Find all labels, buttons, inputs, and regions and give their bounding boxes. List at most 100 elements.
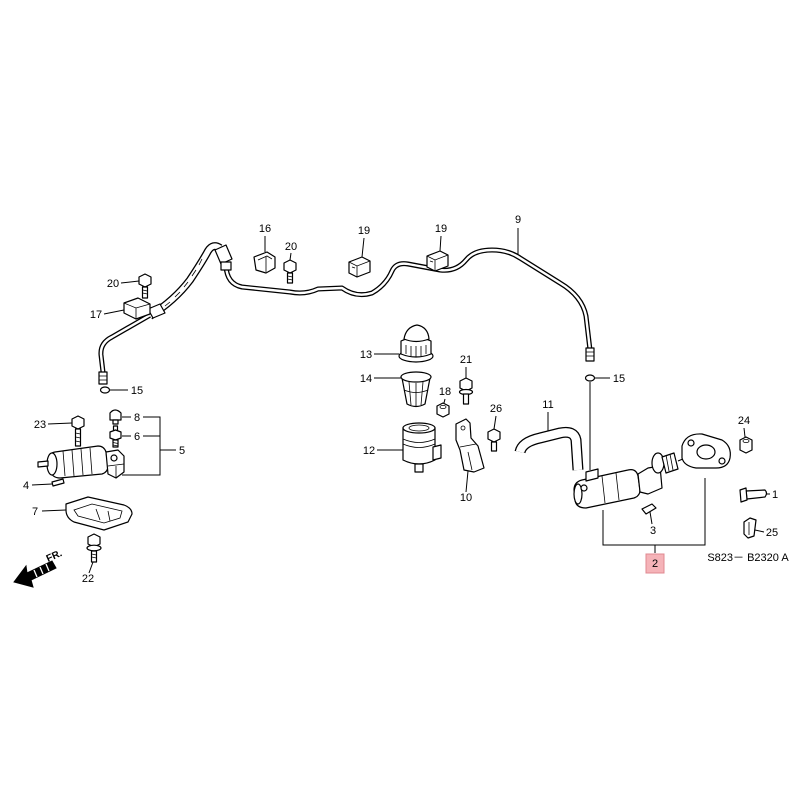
pipe-right-flare-nut-detail <box>586 351 594 357</box>
pipe-clip-19-a <box>348 256 371 278</box>
leader-line <box>47 422 73 425</box>
bolt-23 <box>71 415 85 447</box>
callout-15-left[interactable]: 15 <box>131 385 143 397</box>
leader-line <box>31 483 53 486</box>
bleeder-cap-8 <box>109 409 122 425</box>
leader-line <box>465 470 469 493</box>
o-ring-15-left <box>99 386 111 394</box>
hose-joint-nut <box>220 261 232 271</box>
callout-22[interactable]: 22 <box>82 573 94 585</box>
callout-25[interactable]: 25 <box>766 527 778 539</box>
callout-13[interactable]: 13 <box>360 349 372 361</box>
leader-line <box>649 511 653 525</box>
callout-5[interactable]: 5 <box>179 445 185 457</box>
pipe-clip-slot <box>257 255 273 272</box>
callout-labels: 16 20 19 19 9 20 17 15 13 14 21 18 15 11… <box>23 214 778 585</box>
callout-12[interactable]: 12 <box>363 445 375 457</box>
pipe-clip-slot <box>348 260 371 277</box>
master-cylinder-detail <box>601 472 620 504</box>
leader-line <box>103 309 125 315</box>
pipe-clip-slot <box>426 254 449 271</box>
callout-14[interactable]: 14 <box>360 373 372 385</box>
leader-line <box>289 252 292 261</box>
o-ring-15-right <box>584 374 596 382</box>
leader-lines <box>31 228 770 574</box>
bolt-head <box>138 273 152 288</box>
bolt-head <box>87 533 101 548</box>
front-direction-arrow-shape <box>13 560 57 588</box>
master-cylinder-outlet <box>580 484 588 492</box>
bolt-shank <box>141 286 149 299</box>
callout-15-right[interactable]: 15 <box>613 373 625 385</box>
pin-4 <box>51 478 65 487</box>
leader-line <box>361 237 365 258</box>
callout-10[interactable]: 10 <box>460 492 472 504</box>
slave-cylinder-fitting-detail <box>107 463 125 478</box>
callout-9[interactable]: 9 <box>515 214 521 226</box>
bolt-head <box>283 259 297 274</box>
pipe-clip-body <box>253 251 276 274</box>
callout-19-b[interactable]: 19 <box>435 223 447 235</box>
clutch-hose-inner <box>148 243 222 319</box>
clip-body <box>743 517 757 539</box>
clip-25 <box>743 517 757 539</box>
callout-21[interactable]: 21 <box>460 354 472 366</box>
callout-1[interactable]: 1 <box>772 489 778 501</box>
front-direction-arrow-icon: FR. <box>13 548 64 588</box>
bleeder-screw-hex <box>109 429 122 441</box>
reservoir-strainer-14 <box>400 371 432 408</box>
callout-20-upper[interactable]: 20 <box>285 241 297 253</box>
slave-cylinder-pushrod <box>37 460 49 468</box>
cover-detail <box>73 503 123 524</box>
callout-4[interactable]: 4 <box>23 480 29 492</box>
slave-cylinder-bleed-port <box>110 454 118 462</box>
clevis-pin-1 <box>739 487 768 503</box>
callout-7[interactable]: 7 <box>32 506 38 518</box>
callout-6[interactable]: 6 <box>134 431 140 443</box>
flange-bolt-20-upper <box>283 259 297 284</box>
leader-line <box>743 427 746 438</box>
gasket-hole-upper <box>687 439 695 447</box>
bolt-head <box>487 428 501 443</box>
callout-16[interactable]: 16 <box>259 223 271 235</box>
callout-17[interactable]: 17 <box>90 309 102 321</box>
callout-11[interactable]: 11 <box>542 399 553 411</box>
callout-26[interactable]: 26 <box>490 403 502 415</box>
reservoir-tank-bands <box>402 438 436 448</box>
callout-24[interactable]: 24 <box>738 415 750 427</box>
bolt-head <box>71 415 85 430</box>
bracket-hole <box>460 425 466 431</box>
slave-cylinder-assembly-5 <box>37 445 125 479</box>
pipe-right-flare-nut <box>585 347 595 362</box>
cover-body <box>65 496 133 531</box>
pipe-left-flare-nut-detail <box>99 375 107 381</box>
nut-hole <box>439 404 447 409</box>
hose-bracket-17 <box>123 297 151 320</box>
hose-bracket-detail <box>123 302 151 319</box>
bolt-shank <box>462 393 470 405</box>
callout-20-left[interactable]: 20 <box>107 278 119 290</box>
bleeder-cap-stem <box>112 419 119 425</box>
callout-19-a[interactable]: 19 <box>358 225 370 237</box>
strainer-rim <box>400 371 432 383</box>
callout-3[interactable]: 3 <box>650 525 656 537</box>
callout-2-highlight <box>645 553 665 574</box>
bolt-26 <box>487 428 501 452</box>
callout-8[interactable]: 8 <box>134 412 140 424</box>
bolt-shank <box>490 441 498 452</box>
reservoir-cap-grip <box>403 324 430 343</box>
callout-23[interactable]: 23 <box>34 419 46 431</box>
nut-hole <box>742 438 750 443</box>
hose-bracket-body <box>123 297 151 320</box>
clevis-pin-head <box>739 487 748 503</box>
leader-line <box>443 398 446 404</box>
bolt-shank <box>286 272 294 284</box>
slave-cylinder-fitting <box>105 449 125 479</box>
callout-2[interactable]: 2 <box>652 558 658 570</box>
leader-line <box>41 509 67 512</box>
strainer-mesh <box>403 381 429 407</box>
callout-18[interactable]: 18 <box>439 386 451 398</box>
reservoir-tank-strap <box>432 444 442 461</box>
clutch-pipe-main-section-inner <box>224 248 592 352</box>
